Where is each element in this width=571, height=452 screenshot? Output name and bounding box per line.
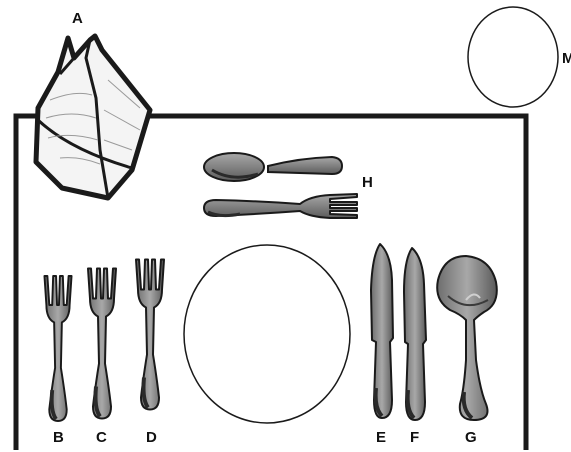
fish-knife-icon xyxy=(404,248,426,420)
label-soup-spoon: G xyxy=(465,430,477,445)
dinner-plate-icon xyxy=(184,245,350,423)
dinner-fork-icon xyxy=(136,260,164,410)
label-bread-plate: M xyxy=(562,51,571,66)
dessert-spoon-icon xyxy=(204,153,342,181)
label-salad-fork: B xyxy=(53,430,64,445)
label-napkin: A xyxy=(72,11,83,26)
soup-spoon-icon xyxy=(437,256,497,420)
folded-napkin-icon xyxy=(36,36,150,198)
fish-fork-icon xyxy=(88,269,116,419)
label-fish-fork: C xyxy=(96,430,107,445)
dinner-knife-icon xyxy=(371,244,393,418)
label-fish-knife: F xyxy=(410,430,419,445)
bread-plate-icon xyxy=(468,7,558,107)
label-dinner-knife: E xyxy=(376,430,386,445)
label-dinner-fork: D xyxy=(146,430,157,445)
dessert-fork-icon xyxy=(204,194,357,218)
salad-fork-icon xyxy=(44,276,71,421)
label-dessert-utensils: H xyxy=(362,175,373,190)
